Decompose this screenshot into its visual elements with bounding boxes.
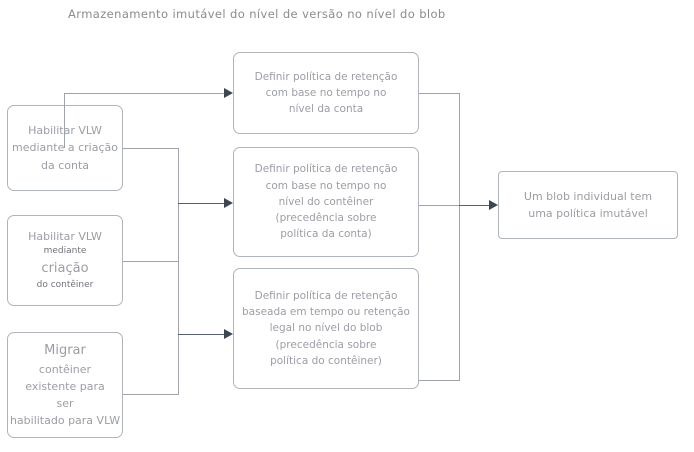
arrowhead-policy-container — [224, 198, 233, 208]
node-line: nível do contêiner — [278, 195, 374, 208]
arrowhead-policy-account — [224, 88, 233, 98]
edge-policy-account-out — [419, 93, 460, 94]
node-line: uma política imutável — [528, 207, 648, 220]
edge-container-out — [123, 261, 179, 262]
node-blob-has-immutable-policy[interactable]: Um blob individual tem uma política imut… — [498, 171, 678, 239]
node-line: Um blob individual tem — [523, 189, 653, 203]
edge-account-out — [123, 148, 179, 149]
edge-account-to-policy-account-riser — [64, 93, 65, 148]
node-line: (precedência sobre — [275, 338, 377, 351]
node-line: nível da conta — [288, 103, 364, 116]
node-line: habilitado para VLW — [9, 414, 121, 428]
node-line: política da conta) — [280, 228, 372, 241]
edge-bus-lower — [178, 261, 179, 395]
node-enable-vlw-container[interactable]: Habilitar VLW mediante criação do contêi… — [7, 215, 123, 306]
node-line: ser — [56, 397, 74, 411]
node-enable-vlw-account[interactable]: Habilitar VLW mediante a criação da cont… — [7, 105, 123, 191]
node-retention-policy-blob-level[interactable]: Definir política de retenção baseada em … — [233, 268, 419, 389]
node-line: existente para — [25, 380, 105, 394]
edge-merge-to-immutable — [459, 205, 490, 206]
edge-policy-container-out — [419, 205, 460, 206]
edge-migrate-out — [123, 394, 179, 395]
edge-policy-blob-out — [419, 380, 460, 381]
edge-merge-bus — [459, 93, 460, 381]
node-migrate-existing-container[interactable]: Migrar contêiner existente para ser habi… — [7, 332, 123, 438]
node-retention-policy-account-level[interactable]: Definir política de retenção com base no… — [233, 52, 419, 134]
node-line: baseada em tempo ou retenção — [242, 306, 410, 319]
node-line: legal no nível do blob — [269, 322, 383, 335]
node-line: Definir política de retenção — [254, 289, 398, 302]
edge-bus-to-policy-blob — [178, 334, 225, 335]
node-line: da conta — [40, 158, 90, 172]
node-line: criação — [41, 260, 89, 276]
node-line: Migrar — [44, 342, 86, 358]
node-line: com base no tempo no — [265, 179, 387, 192]
edge-bus-upper — [178, 148, 179, 262]
node-line: com base no tempo no — [265, 86, 387, 99]
node-line: mediante — [43, 246, 87, 257]
diagram-title: Armazenamento imutável do nível de versã… — [68, 7, 446, 21]
node-line: Definir política de retenção — [254, 163, 398, 176]
node-line: contêiner — [38, 362, 92, 376]
arrowhead-immutable — [489, 200, 498, 210]
node-retention-policy-container-level[interactable]: Definir política de retenção com base no… — [233, 147, 419, 257]
node-line: do contêiner — [36, 280, 94, 291]
node-line: Definir política de retenção — [254, 70, 398, 83]
edge-account-to-policy-account-run — [64, 93, 225, 94]
node-line: Habilitar VLW — [28, 230, 102, 244]
arrowhead-policy-blob — [224, 329, 233, 339]
node-line: (precedência sobre — [275, 212, 377, 225]
node-line: mediante a criação — [12, 141, 118, 155]
edge-bus-to-policy-container — [178, 203, 225, 204]
node-line: política do contêiner) — [270, 354, 382, 367]
